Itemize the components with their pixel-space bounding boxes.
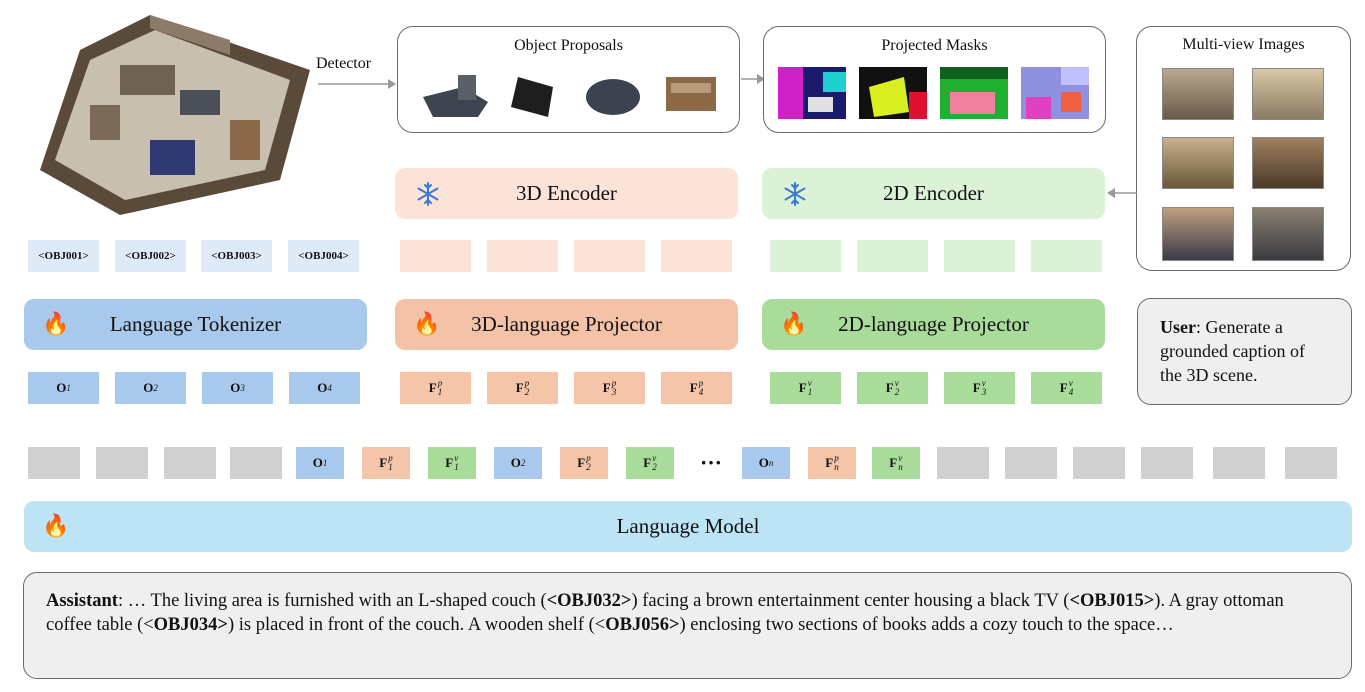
filler-token — [1213, 447, 1265, 479]
proposal-ottoman-image — [586, 79, 640, 115]
language-model: 🔥 Language Model — [24, 501, 1352, 552]
filler-token — [28, 447, 80, 479]
feature-2d-token — [1031, 240, 1102, 272]
user-speaker: User — [1160, 317, 1196, 337]
user-prompt-text: : Generate a grounded caption of the 3D … — [1160, 317, 1305, 385]
feature-3d-token — [400, 240, 471, 272]
multiview-title: Multi-view Images — [1182, 36, 1305, 53]
snowflake-icon — [784, 182, 806, 206]
obj-token: <OBJ004> — [288, 240, 359, 272]
mask-image-3 — [940, 67, 1008, 119]
obj-token: <OBJ003> — [201, 240, 272, 272]
fire-icon: 🔥 — [42, 513, 70, 538]
multiview-arrow — [1107, 188, 1137, 198]
view-image-4 — [1252, 137, 1324, 189]
feature-2d-token — [770, 240, 841, 272]
tokenizer-label: Language Tokenizer — [109, 312, 282, 336]
view-image-2 — [1252, 68, 1324, 120]
projector-2d-language: 🔥 2D-language Projector — [762, 299, 1105, 350]
fire-icon: 🔥 — [42, 311, 70, 336]
multiview-panel: Multi-view Images — [1136, 26, 1351, 271]
assistant-response-box: Assistant: … The living area is furnishe… — [23, 572, 1352, 679]
filler-token — [1073, 447, 1125, 479]
encoder-2d: 2D Encoder — [762, 168, 1105, 219]
feature-3d-token — [661, 240, 732, 272]
view-image-5 — [1162, 207, 1234, 261]
obj-token: <OBJ002> — [115, 240, 186, 272]
view-image-1 — [1162, 68, 1234, 120]
feature-3d-token — [487, 240, 558, 272]
filler-token — [230, 447, 282, 479]
assistant-speaker: Assistant — [46, 591, 118, 611]
projected-masks-title: Projected Masks — [881, 37, 988, 54]
feature-2d-token — [857, 240, 928, 272]
mask-image-1 — [778, 67, 846, 119]
filler-token — [96, 447, 148, 479]
projector-3d-language: 🔥 3D-language Projector — [395, 299, 738, 350]
object-proposals-title: Object Proposals — [514, 37, 623, 54]
proposal-tv-image — [511, 77, 553, 117]
fire-icon: 🔥 — [413, 311, 441, 336]
assistant-text: : … The living area is furnished with an… — [46, 591, 1284, 635]
filler-token — [1285, 447, 1337, 479]
masks-arrow — [741, 74, 765, 84]
obj-token: <OBJ001> — [28, 240, 99, 272]
encoder-3d-label: 3D Encoder — [516, 181, 617, 205]
ellipsis-token: ··· — [699, 450, 722, 475]
fire-icon: 🔥 — [780, 311, 808, 336]
projector-2d-label: 2D-language Projector — [838, 312, 1029, 336]
object-proposals-panel: Object Proposals — [397, 26, 740, 133]
user-prompt-box: User: Generate a grounded caption of the… — [1137, 298, 1352, 405]
language-model-label: Language Model — [616, 514, 760, 538]
snowflake-icon — [417, 182, 439, 206]
projector-3d-label: 3D-language Projector — [471, 312, 662, 336]
mask-image-2 — [859, 67, 927, 119]
detector-label: Detector — [316, 55, 372, 72]
view-image-6 — [1252, 207, 1324, 261]
language-tokenizer: 🔥 Language Tokenizer — [24, 299, 367, 350]
feature-3d-token — [574, 240, 645, 272]
feature-2d-token — [944, 240, 1015, 272]
proposal-shelf-image — [666, 77, 716, 111]
projected-masks-panel: Projected Masks — [763, 26, 1106, 133]
filler-token — [1141, 447, 1193, 479]
scene-3d-image — [30, 10, 320, 215]
detector-arrow — [318, 79, 396, 89]
mask-image-4 — [1021, 67, 1089, 119]
filler-token — [164, 447, 216, 479]
filler-token — [937, 447, 989, 479]
view-image-3 — [1162, 137, 1234, 189]
encoder-2d-label: 2D Encoder — [883, 181, 984, 205]
filler-token — [1005, 447, 1057, 479]
encoder-3d: 3D Encoder — [395, 168, 738, 219]
proposal-sofa-image — [423, 75, 488, 117]
